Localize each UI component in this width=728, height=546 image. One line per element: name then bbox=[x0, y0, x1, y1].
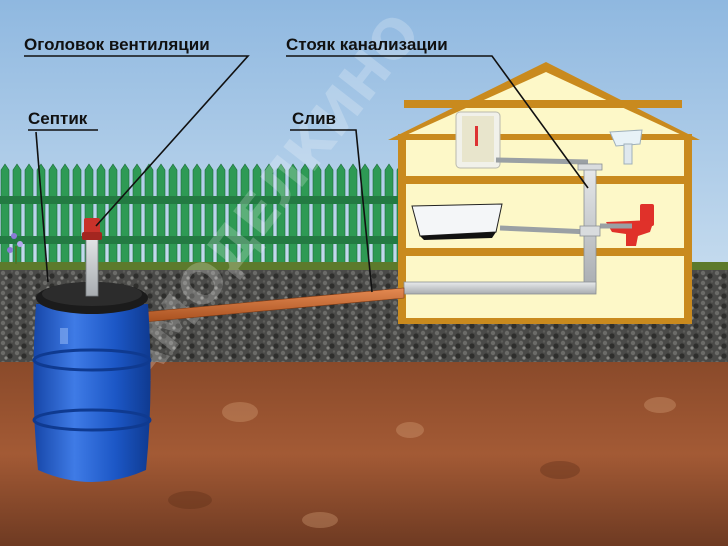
attic-floor bbox=[406, 140, 684, 176]
septic-barrel bbox=[32, 282, 152, 482]
fence-picket bbox=[372, 163, 382, 267]
wash-basin bbox=[609, 129, 643, 165]
fence-picket bbox=[384, 163, 394, 267]
vent-head bbox=[84, 218, 100, 234]
fence-picket bbox=[108, 163, 118, 267]
shower-cabin bbox=[455, 111, 501, 169]
label-riser: Стояк канализации bbox=[286, 35, 448, 54]
fence-picket bbox=[348, 163, 358, 267]
fence-picket bbox=[36, 163, 46, 267]
soil-texture bbox=[168, 397, 676, 528]
label-septic: Септик bbox=[28, 109, 88, 128]
flowers bbox=[7, 233, 23, 264]
fence-picket bbox=[324, 163, 334, 267]
leader-lines bbox=[24, 55, 589, 293]
fence-picket bbox=[168, 163, 178, 267]
fence-picket bbox=[144, 163, 154, 267]
fence-picket bbox=[156, 163, 166, 267]
fence-picket bbox=[72, 163, 82, 267]
internal-sewer-pipes bbox=[403, 157, 632, 295]
label-vent-head: Оголовок вентиляции bbox=[24, 35, 210, 54]
label-drain: Слив bbox=[292, 109, 336, 128]
fence-picket bbox=[120, 163, 130, 267]
ventilation-pipe bbox=[82, 218, 102, 297]
fence-picket bbox=[60, 163, 70, 267]
fence-picket bbox=[48, 163, 58, 267]
fence-picket bbox=[24, 163, 34, 267]
fence-picket bbox=[336, 163, 346, 267]
bathtub bbox=[411, 203, 503, 240]
